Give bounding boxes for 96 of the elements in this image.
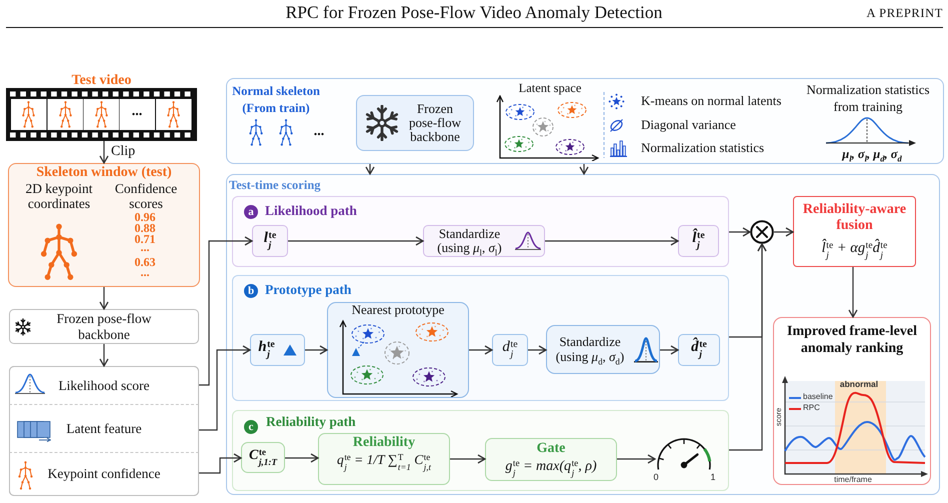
badge-letter: b	[248, 284, 254, 298]
row-label: Likelihood score	[58, 378, 150, 394]
ellipsis: ...	[132, 104, 142, 120]
column-header: 2D keypoint coordinates	[24, 182, 94, 212]
step-badge	[244, 205, 258, 219]
path-panel	[232, 410, 729, 491]
box-title: Reliability-aware fusion	[802, 202, 908, 235]
box-label: Frozen pose-flow backbone	[408, 102, 462, 144]
panel-title: Prototype path	[265, 282, 352, 298]
fusion-box	[793, 196, 916, 267]
panel	[226, 174, 940, 495]
panel	[226, 78, 944, 164]
step-badge	[244, 420, 258, 434]
arrow	[99, 141, 109, 164]
arrow	[199, 453, 242, 474]
arrow	[469, 345, 493, 355]
process-box	[678, 225, 719, 257]
panel-title: Reliability path	[266, 414, 356, 430]
badge-letter: c	[248, 420, 254, 434]
running-title: RPC for Frozen Pose-Flow Video Anomaly Detection	[286, 3, 662, 22]
gauge-label: 1	[710, 473, 716, 483]
panel-title: Test-time scoring	[229, 178, 321, 192]
process-box	[356, 95, 474, 151]
arrow	[99, 287, 109, 310]
arrow	[617, 454, 656, 464]
column-header: Confidence scores	[114, 182, 178, 212]
result-panel	[773, 317, 931, 485]
output-panel	[9, 366, 199, 496]
gauge-label: 0	[654, 473, 658, 483]
heading: Skeleton window (test)	[36, 165, 172, 182]
process-box	[8, 163, 200, 287]
ellipsis: ...	[314, 124, 324, 140]
confidence-value: 0.88	[134, 222, 156, 234]
icon-caption: Diagonal variance	[641, 118, 736, 133]
confidence-value: 0.63	[134, 256, 156, 268]
process-box	[546, 325, 660, 374]
math-formula: g$^{te}$$_{j}$ = max(q$^{te}$$_{j}$, ρ)	[505, 458, 597, 478]
process-box	[9, 309, 199, 344]
math-formula: μ$_{l}$, σ$_{l}$, μ$_{d}$, σ$_{d}$	[842, 148, 902, 162]
process-box	[252, 225, 288, 257]
heading: Normal skeleton (From train)	[231, 83, 321, 117]
axis-label: time/frame	[834, 476, 872, 484]
icon-caption: Normalization statistics	[641, 141, 764, 156]
gauge-icon	[655, 436, 713, 472]
arrow	[288, 236, 424, 246]
step-badge	[244, 284, 258, 298]
arrow	[545, 236, 679, 246]
arrow	[365, 164, 375, 175]
process-box	[678, 334, 720, 366]
path-panel	[232, 275, 729, 401]
arrow	[199, 236, 253, 386]
arrow	[579, 164, 589, 175]
heading: Test video	[72, 74, 132, 88]
process-box	[492, 334, 528, 366]
badge-letter: a	[248, 205, 254, 219]
arrow	[199, 345, 251, 431]
box-title: Gate	[536, 440, 566, 457]
panel-title: Likelihood path	[265, 203, 357, 219]
arrow	[99, 344, 109, 367]
confidence-value: 0.96	[134, 211, 156, 223]
process-box	[250, 334, 305, 366]
box-label: Frozen pose-flow backbone	[56, 310, 152, 342]
arrow	[285, 453, 319, 463]
process-box	[241, 442, 285, 473]
path-panel	[232, 196, 729, 267]
box-label: Standardize (using μ$_{d}$, σ$_{d}$)	[554, 335, 626, 364]
box-title: Reliability	[352, 435, 416, 452]
arrow	[660, 345, 679, 355]
ellipsis: ...	[140, 266, 150, 278]
confidence-value: 0.71	[134, 233, 156, 245]
box-title: Improved frame-level anomaly ranking	[786, 324, 918, 358]
multiply-icon	[750, 220, 774, 244]
icon-caption: K-means on normal latents	[641, 94, 782, 109]
line-label: RPC	[803, 404, 820, 413]
arrow	[729, 243, 767, 451]
process-box	[423, 225, 545, 257]
process-box	[485, 438, 617, 481]
row-label: Latent feature	[66, 420, 142, 436]
arrow	[450, 454, 486, 464]
process-box	[327, 302, 469, 398]
box-title: Nearest prototype	[352, 303, 444, 318]
line-label: baseline	[803, 393, 833, 402]
arrow	[729, 227, 751, 237]
arrow	[848, 267, 858, 318]
process-box	[318, 433, 450, 485]
arrow	[305, 345, 328, 355]
output-row	[9, 366, 199, 405]
edge-label: Clip	[110, 144, 136, 160]
plot-title: Latent space	[518, 82, 582, 96]
box-label: Standardize (using μ$_{l}$, σ$_{l}$)	[436, 226, 503, 256]
arrow	[774, 227, 794, 237]
preprint-label: A PREPRINT	[866, 7, 943, 21]
arrow	[528, 345, 547, 355]
row-label: Keypoint confidence	[48, 466, 160, 482]
band-label: abnormal	[840, 380, 878, 390]
plot-title: Normalization statistics from training	[805, 82, 931, 116]
